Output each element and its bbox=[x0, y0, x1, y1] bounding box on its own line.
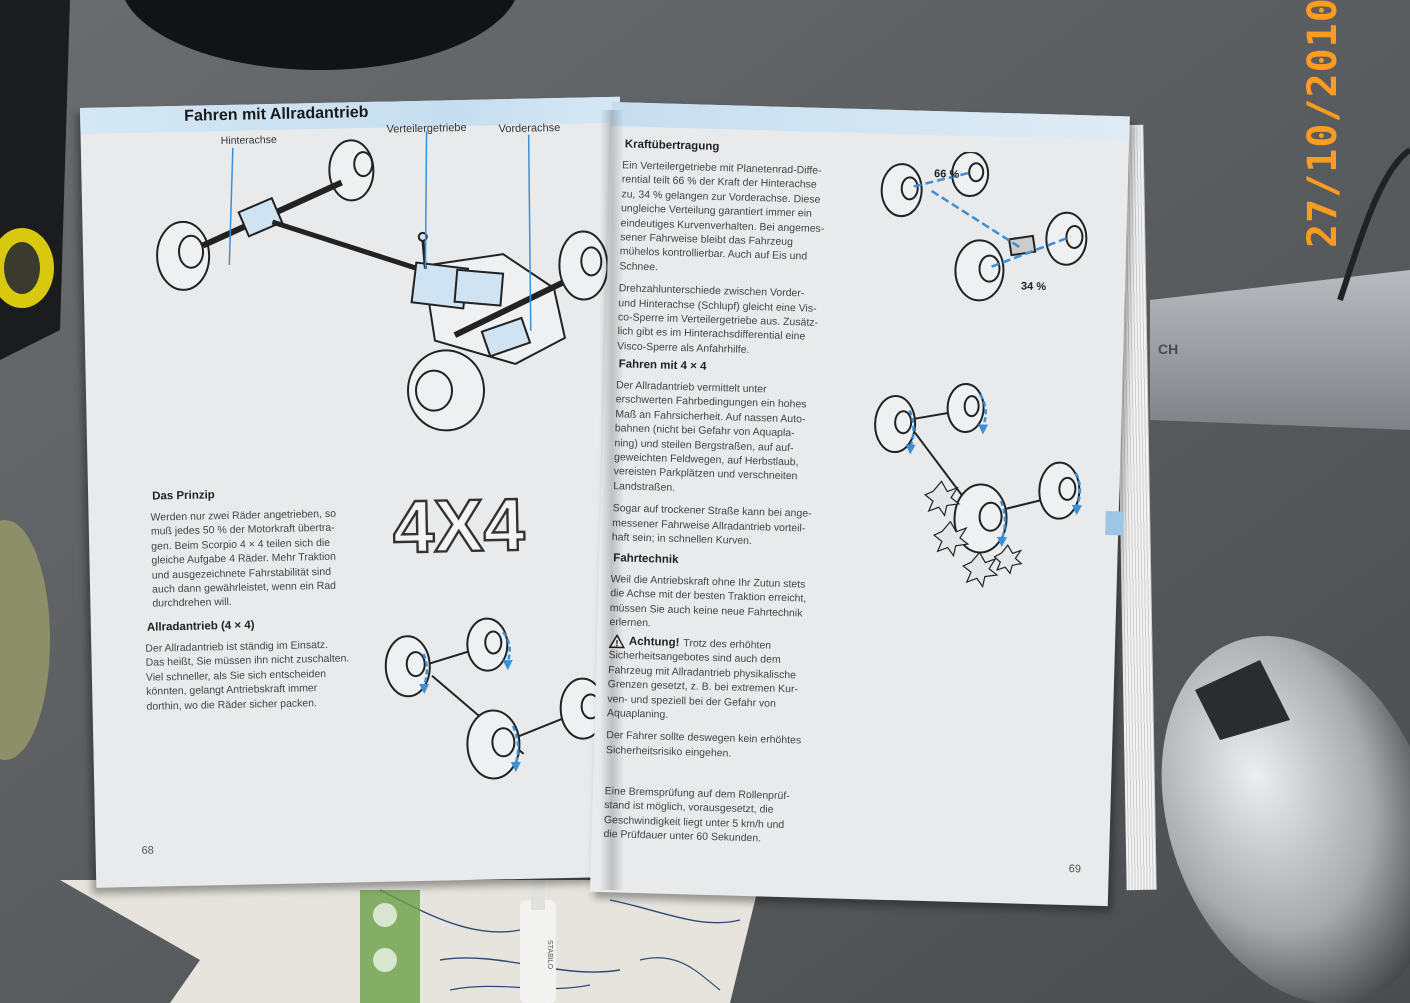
callout-rear-axle: Hinterachse bbox=[220, 133, 277, 148]
technique-text: Weil die Antriebskraft ohne Ihr Zutun st… bbox=[609, 573, 807, 630]
callout-line-transfer bbox=[424, 130, 428, 269]
drivetrain-diagram bbox=[156, 130, 609, 432]
lamp-shade-top bbox=[125, 0, 515, 70]
brake-text: Eine Bremsprüfung auf dem Rollenprüf- st… bbox=[603, 785, 790, 845]
power-split-diagram: 66 % 34 % bbox=[880, 151, 1088, 302]
lamp-label: CH bbox=[1158, 341, 1178, 357]
principle-heading: Das Prinzip bbox=[152, 489, 215, 503]
warning-label: Achtung! bbox=[628, 635, 680, 650]
split-rear: 66 % bbox=[934, 168, 960, 181]
power-heading: Kraftübertragung bbox=[624, 138, 720, 154]
date-stamp: 27/10/2010 bbox=[1300, 0, 1346, 248]
page-number-left: 68 bbox=[141, 844, 154, 857]
warning-triangle-icon: ! bbox=[608, 634, 626, 649]
wheels-diagram-left bbox=[384, 617, 607, 780]
autumn-leaves-icon bbox=[924, 480, 1023, 588]
left-green-object bbox=[0, 520, 50, 760]
split-front: 34 % bbox=[1021, 280, 1047, 293]
callout-transfer-case: Verteilergetriebe bbox=[386, 121, 467, 136]
principle-text: Werden nur zwei Räder angetrieben, so mu… bbox=[150, 507, 337, 611]
4x4-badge: 4X4 bbox=[391, 482, 527, 567]
warning-block: ! Achtung! Trotz des erhöhten Sicherheit… bbox=[605, 634, 802, 760]
badge-text: 4X4 bbox=[392, 483, 525, 567]
pen bbox=[520, 900, 556, 1003]
pen-text: STABILO bbox=[546, 940, 553, 970]
awd-text: Der Allradantrieb ist ständig im Einsatz… bbox=[145, 638, 350, 713]
callout-front-axle: Vorderachse bbox=[498, 121, 561, 136]
right-page: Kraftübertragung Ein Verteilergetriebe m… bbox=[589, 102, 1130, 907]
driving-heading: Fahren mit 4 × 4 bbox=[618, 358, 707, 373]
power-text: Ein Verteilergetriebe mit Planetenrad-Di… bbox=[617, 159, 825, 356]
lamp-arm bbox=[1150, 270, 1410, 430]
book-gutter bbox=[600, 110, 624, 890]
driving-text: Der Allradantrieb vermittelt unter ersch… bbox=[611, 379, 812, 548]
awd-heading: Allradantrieb (4 × 4) bbox=[146, 619, 255, 634]
callout-line-rear bbox=[228, 147, 234, 265]
left-page: Fahren mit Allradantrieb bbox=[80, 96, 637, 888]
callout-line-front bbox=[527, 134, 532, 331]
page-number-right: 69 bbox=[1068, 863, 1082, 876]
svg-text:!: ! bbox=[615, 639, 618, 649]
header-band-right bbox=[611, 102, 1130, 141]
wheels-leaves-diagram bbox=[874, 382, 1082, 588]
